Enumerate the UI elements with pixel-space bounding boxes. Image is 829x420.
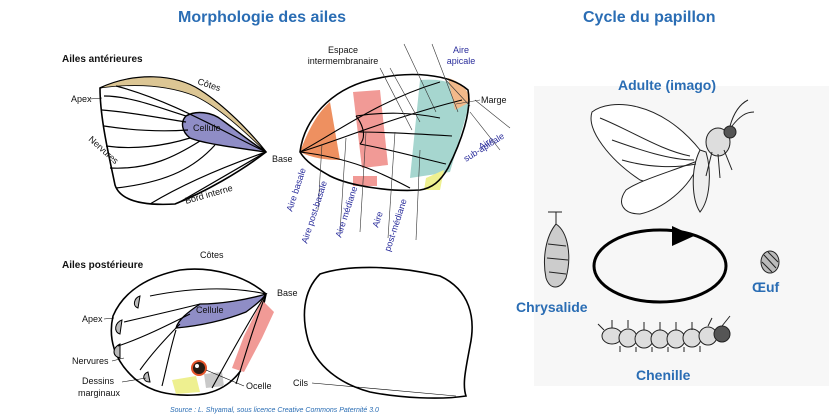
hindwing-veins-label: Nervures	[72, 356, 109, 366]
hindwing-heading: Ailes postérieure	[62, 260, 144, 271]
area-median	[353, 90, 388, 168]
hindwing-marginal-label-1: Dessins	[82, 376, 115, 386]
area-apical-label-2: apicale	[447, 56, 476, 66]
area-postmedian-label-1: Aire	[370, 210, 384, 228]
hindwing-base-label: Base	[277, 288, 298, 298]
area-margin-label: Marge	[481, 95, 507, 105]
forewing-diagram: Ailes antérieures Apex Côtes Cellule Ner…	[62, 54, 293, 206]
area-basal-label: Aire basale	[284, 167, 307, 213]
area-subapical-label-2: sub-apicale	[462, 131, 506, 164]
forewing-areas-diagram: Espace intermembranaire Aire apicale Mar…	[284, 44, 510, 253]
hindwing-cell-label: Cellule	[196, 305, 224, 315]
hindwing-grey-patch	[204, 372, 224, 388]
ocelle-spot	[192, 361, 206, 375]
forewing-cell-label: Cellule	[193, 123, 221, 133]
stage-chrysalis-label: Chrysalide	[516, 299, 588, 315]
hindwing-marginal-label-2: marginaux	[78, 388, 121, 398]
egg-illustration	[761, 251, 779, 273]
hindwing-cilia-outline	[304, 267, 472, 398]
area-postmedian-label-2: post-médiane	[382, 198, 408, 253]
hindwing-costa-label: Côtes	[200, 250, 224, 260]
ocelle-highlight	[195, 364, 199, 368]
area-apical-label-1: Aire	[453, 45, 469, 55]
hindwing-cilia-label: Cils	[293, 378, 308, 388]
forewing-heading: Ailes antérieures	[62, 54, 143, 65]
life-cycle-diagram: Adulte (imago) Chrysalide Œuf Chenille	[516, 77, 829, 386]
stage-adult-label: Adulte (imago)	[618, 77, 716, 93]
stage-egg-label: Œuf	[752, 279, 780, 295]
hindwing-apex-label: Apex	[82, 314, 103, 324]
stage-caterpillar-label: Chenille	[636, 367, 691, 383]
forewing-base-label: Base	[272, 154, 293, 164]
area-postbasal-label: Aire post-basale	[299, 180, 329, 245]
area-intermembrane-label-2: intermembranaire	[308, 56, 379, 66]
hindwing-diagram: Ailes postérieure Côtes Base Cellule Ape…	[62, 250, 298, 398]
hindwing-outline-diagram: Cils	[293, 267, 472, 398]
area-median-label: Aire médiane	[333, 185, 359, 239]
area-intermembrane-label-1: Espace	[328, 45, 358, 55]
hindwing-ocelle-label: Ocelle	[246, 381, 272, 391]
forewing-apex-label: Apex	[71, 94, 92, 104]
source-credit: Source : L. Shyamal, sous licence Creati…	[170, 407, 379, 414]
